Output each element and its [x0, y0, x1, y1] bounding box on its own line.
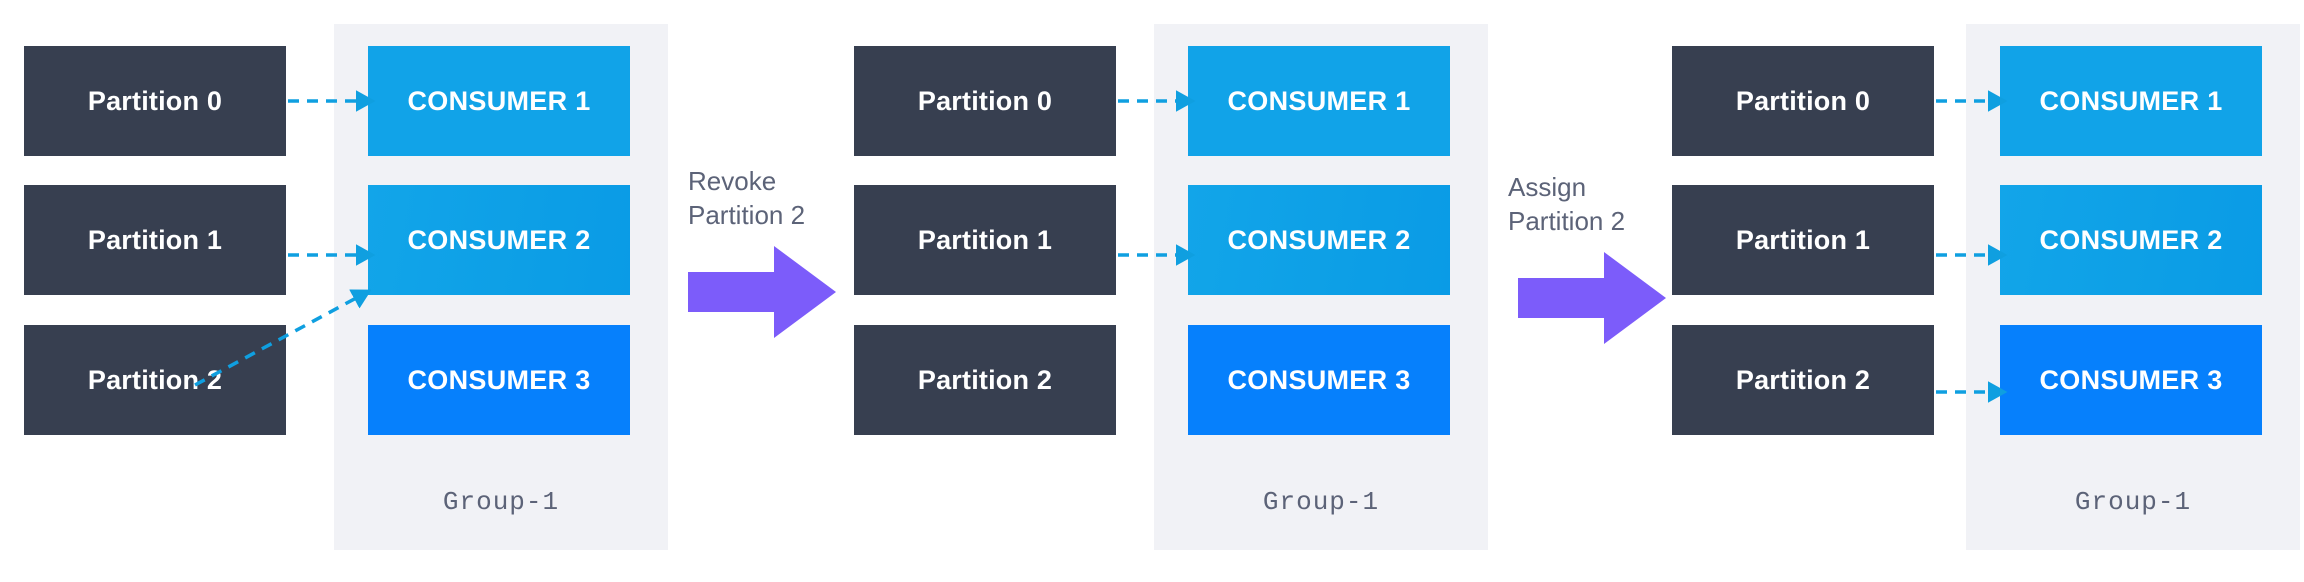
- consumer-box-c1-assigned[interactable]: CONSUMER 1: [2000, 46, 2262, 156]
- partition-label: Partition 1: [87, 224, 223, 255]
- partition-label: Partition 0: [917, 85, 1053, 116]
- consumer-label: CONSUMER 2: [1227, 224, 1411, 255]
- consumer-label: CONSUMER 1: [407, 85, 591, 116]
- partition-box-p1-assigned[interactable]: Partition 1: [1672, 185, 1934, 295]
- consumer-box-c2-revoked[interactable]: CONSUMER 2: [1188, 185, 1450, 295]
- partition-box-p1-before[interactable]: Partition 1: [24, 185, 286, 295]
- revoke-arrow-icon: [688, 246, 836, 338]
- transition-revoke-line2: Partition 2: [688, 200, 806, 230]
- group-label-revoked: Group-1: [1262, 487, 1380, 517]
- transition-revoke: Revoke Partition 2: [688, 150, 858, 350]
- consumer-label: CONSUMER 2: [407, 224, 591, 255]
- partition-label: Partition 1: [917, 224, 1053, 255]
- partition-label: Partition 0: [1735, 85, 1871, 116]
- consumer-label: CONSUMER 3: [1227, 364, 1411, 395]
- consumer-box-c3-revoked[interactable]: CONSUMER 3: [1188, 325, 1450, 435]
- consumer-box-c2-before[interactable]: CONSUMER 2: [368, 185, 630, 295]
- partition-label: Partition 2: [917, 364, 1053, 395]
- assign-arrow-icon: [1518, 252, 1666, 344]
- consumer-box-c1-before[interactable]: CONSUMER 1: [368, 46, 630, 156]
- transition-assign-line2: Partition 2: [1508, 206, 1626, 236]
- transition-revoke-line1: Revoke: [688, 166, 777, 196]
- partition-box-p2-assigned[interactable]: Partition 2: [1672, 325, 1934, 435]
- consumer-label: CONSUMER 3: [407, 364, 591, 395]
- consumer-box-c3-assigned[interactable]: CONSUMER 3: [2000, 325, 2262, 435]
- consumer-label: CONSUMER 3: [2039, 364, 2223, 395]
- consumer-label: CONSUMER 1: [2039, 85, 2223, 116]
- partition-box-p2-revoked[interactable]: Partition 2: [854, 325, 1116, 435]
- partition-box-p2-before[interactable]: Partition 2: [24, 325, 286, 435]
- partition-label: Partition 0: [87, 85, 223, 116]
- partition-box-p0-revoked[interactable]: Partition 0: [854, 46, 1116, 156]
- consumer-box-c3-before[interactable]: CONSUMER 3: [368, 325, 630, 435]
- group-label-assigned: Group-1: [2074, 487, 2192, 517]
- partition-box-p1-revoked[interactable]: Partition 1: [854, 185, 1116, 295]
- consumer-label: CONSUMER 1: [1227, 85, 1411, 116]
- partition-label: Partition 2: [1735, 364, 1871, 395]
- consumer-label: CONSUMER 2: [2039, 224, 2223, 255]
- partition-box-p0-before[interactable]: Partition 0: [24, 46, 286, 156]
- transition-assign-line1: Assign: [1508, 172, 1587, 202]
- consumer-box-c2-assigned[interactable]: CONSUMER 2: [2000, 185, 2262, 295]
- partition-label: Partition 1: [1735, 224, 1871, 255]
- partition-label: Partition 2: [87, 364, 223, 395]
- partition-box-p0-assigned[interactable]: Partition 0: [1672, 46, 1934, 156]
- group-label-before: Group-1: [442, 487, 560, 517]
- transition-assign: Assign Partition 2: [1508, 156, 1678, 356]
- consumer-box-c1-revoked[interactable]: CONSUMER 1: [1188, 46, 1450, 156]
